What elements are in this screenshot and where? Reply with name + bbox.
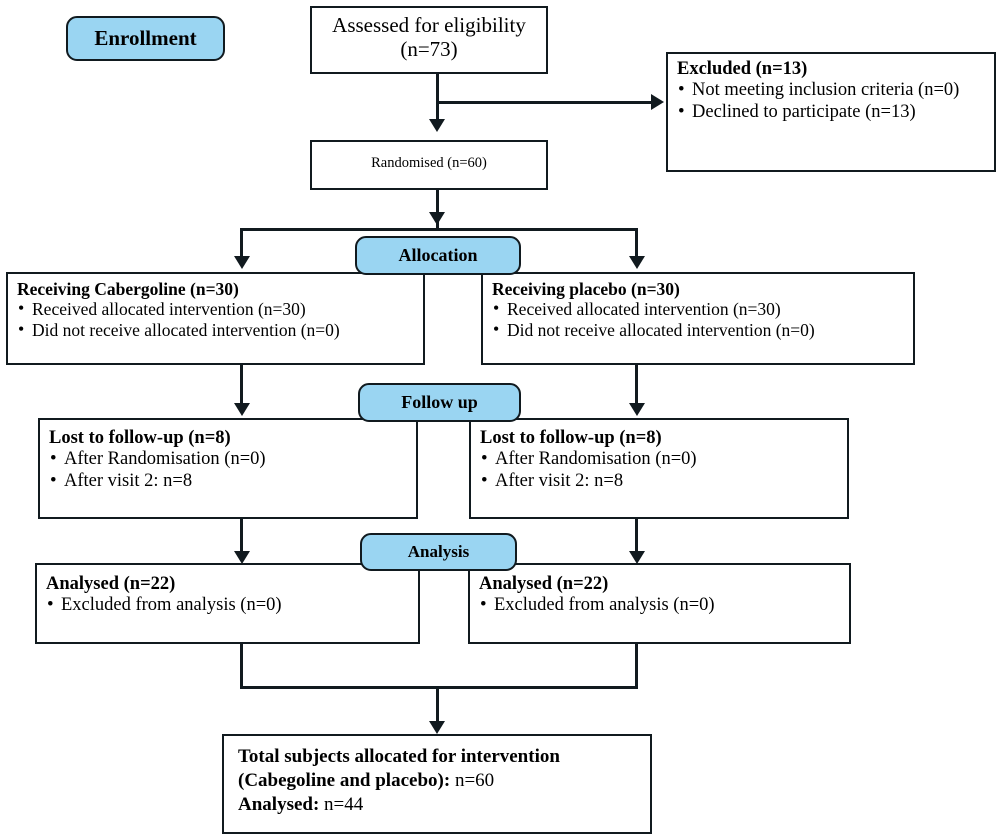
analysis-right-title: Analysed (n=22) xyxy=(479,574,609,594)
connector-alloc-left-to-follow xyxy=(240,365,243,407)
arrowhead-analysis-right xyxy=(629,551,645,564)
connector-split-right-down xyxy=(635,228,638,260)
connector-to-excluded-horizontal xyxy=(436,101,651,104)
arrowhead-follow-right xyxy=(629,403,645,416)
follow-right-list: After Randomisation (n=0) After visit 2:… xyxy=(480,448,838,492)
alloc-right-list: Received allocated intervention (n=30) D… xyxy=(492,298,904,340)
analysis-left-list: Excluded from analysis (n=0) xyxy=(46,594,409,616)
assessed-line1: Assessed for eligibility xyxy=(332,13,526,37)
box-total-subjects: Total subjects allocated for interventio… xyxy=(222,734,652,834)
alloc-right-title: Receiving placebo (n=30) xyxy=(492,279,680,299)
connector-follow-right-to-analysis xyxy=(635,519,638,557)
excluded-title: Excluded (n=13) xyxy=(677,59,808,79)
list-item: After Randomisation (n=0) xyxy=(480,448,838,470)
connector-alloc-right-to-follow xyxy=(635,365,638,407)
list-item: Did not receive allocated intervention (… xyxy=(492,319,904,340)
total-line3: Analysed: n=44 xyxy=(238,793,650,817)
total-line2: (Cabegoline and placebo): n=60 xyxy=(238,769,650,793)
connector-merge-to-total xyxy=(436,686,439,728)
list-item: Declined to participate (n=13) xyxy=(677,101,985,123)
arrowhead-analysis-left xyxy=(234,551,250,564)
connector-analysis-left-down xyxy=(240,644,243,689)
stage-badge-analysis-label: Analysis xyxy=(407,542,470,561)
box-excluded: Excluded (n=13) Not meeting inclusion cr… xyxy=(666,52,996,172)
connector-split-left-down xyxy=(240,228,243,260)
box-followup-cabergoline: Lost to follow-up (n=8) After Randomisat… xyxy=(38,418,418,519)
list-item: Not meeting inclusion criteria (n=0) xyxy=(677,79,985,101)
arrowhead-alloc-left xyxy=(234,256,250,269)
box-randomised: Randomised (n=60) xyxy=(310,140,548,190)
arrowhead-total xyxy=(429,721,445,734)
excluded-list: Not meeting inclusion criteria (n=0) Dec… xyxy=(677,79,985,123)
arrowhead-excluded xyxy=(651,94,664,110)
follow-left-title: Lost to follow-up (n=8) xyxy=(49,428,231,448)
total-line2-label: (Cabegoline and placebo): xyxy=(238,769,451,791)
total-line2-value: n=60 xyxy=(450,769,495,791)
connector-merge-bar xyxy=(240,686,638,689)
list-item: After Randomisation (n=0) xyxy=(49,448,407,470)
connector-allocation-split-bar xyxy=(240,228,638,231)
stage-badge-analysis: Analysis xyxy=(360,533,517,571)
follow-right-title: Lost to follow-up (n=8) xyxy=(480,428,662,448)
randomised-line1: Randomised (n=60) xyxy=(371,155,487,171)
box-assessed-for-eligibility: Assessed for eligibility (n=73) xyxy=(310,6,548,74)
list-item: After visit 2: n=8 xyxy=(49,470,407,492)
box-analysis-cabergoline: Analysed (n=22) Excluded from analysis (… xyxy=(35,563,420,644)
follow-left-list: After Randomisation (n=0) After visit 2:… xyxy=(49,448,407,492)
assessed-line2: (n=73) xyxy=(400,37,458,62)
total-line3-label: Analysed: xyxy=(238,793,320,815)
total-line3-value: n=44 xyxy=(319,793,364,815)
alloc-left-list: Received allocated intervention (n=30) D… xyxy=(17,298,414,340)
stage-badge-enrollment-label: Enrollment xyxy=(94,26,197,50)
analysis-right-list: Excluded from analysis (n=0) xyxy=(479,594,840,616)
total-line1: Total subjects allocated for interventio… xyxy=(238,746,560,767)
stage-badge-followup-label: Follow up xyxy=(401,392,478,412)
stage-badge-followup: Follow up xyxy=(358,383,521,422)
box-analysis-placebo: Analysed (n=22) Excluded from analysis (… xyxy=(468,563,851,644)
box-followup-placebo: Lost to follow-up (n=8) After Randomisat… xyxy=(469,418,849,519)
stage-badge-allocation: Allocation xyxy=(355,236,521,275)
box-allocation-cabergoline: Receiving Cabergoline (n=30) Received al… xyxy=(6,272,425,365)
stage-badge-allocation-label: Allocation xyxy=(398,245,478,265)
stage-badge-enrollment: Enrollment xyxy=(66,16,225,61)
list-item: Did not receive allocated intervention (… xyxy=(17,319,414,340)
alloc-left-title: Receiving Cabergoline (n=30) xyxy=(17,279,239,299)
connector-follow-left-to-analysis xyxy=(240,519,243,557)
arrowhead-follow-left xyxy=(234,403,250,416)
arrowhead-alloc-right xyxy=(629,256,645,269)
arrowhead-randomised xyxy=(429,119,445,132)
list-item: Received allocated intervention (n=30) xyxy=(17,298,414,319)
list-item: After visit 2: n=8 xyxy=(480,470,838,492)
list-item: Received allocated intervention (n=30) xyxy=(492,298,904,319)
list-item: Excluded from analysis (n=0) xyxy=(479,594,840,616)
connector-randomised-down xyxy=(436,190,439,230)
connector-assessed-to-randomised xyxy=(436,72,439,122)
analysis-left-title: Analysed (n=22) xyxy=(46,574,176,594)
list-item: Excluded from analysis (n=0) xyxy=(46,594,409,616)
box-allocation-placebo: Receiving placebo (n=30) Received alloca… xyxy=(481,272,915,365)
arrowhead-randomised-down xyxy=(429,212,445,225)
connector-analysis-right-down xyxy=(635,644,638,689)
